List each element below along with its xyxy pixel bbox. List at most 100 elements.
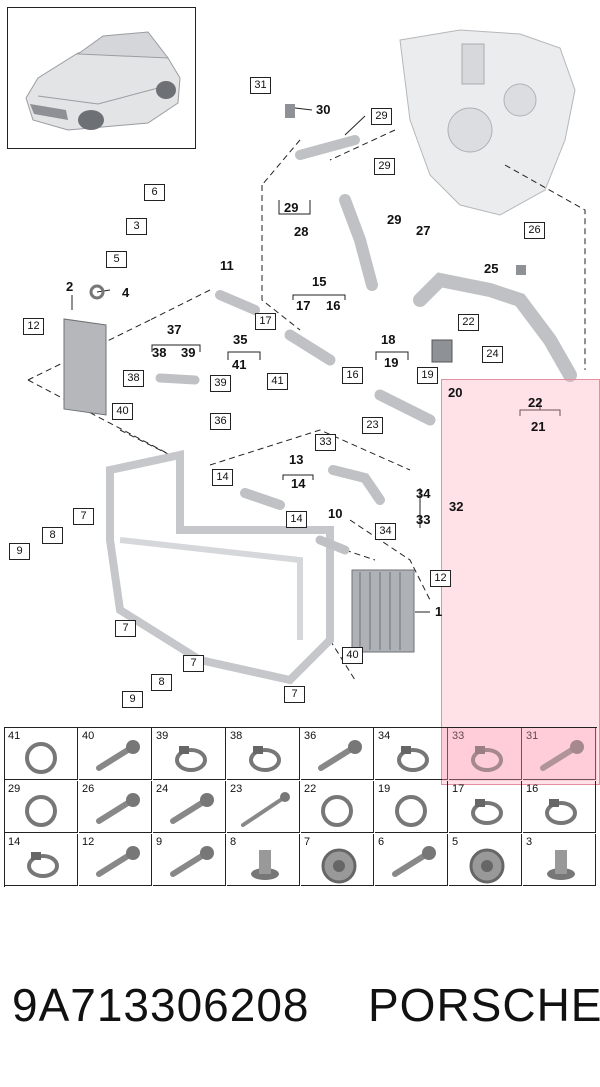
intercooler-right-shape <box>351 569 415 653</box>
callout-box: 22 <box>458 314 479 331</box>
grid-cell-number: 29 <box>8 783 21 795</box>
grid-cell-number: 7 <box>304 836 311 848</box>
grid-cell-5: 5 <box>449 834 522 886</box>
bolt-icon <box>170 846 214 877</box>
callout-text: 33 <box>416 512 431 527</box>
grid-cell-number: 24 <box>156 783 169 795</box>
bolt-icon <box>96 793 140 824</box>
highlight-region <box>441 379 600 785</box>
callout-box: 9 <box>122 691 143 708</box>
grid-cell-41: 41 <box>5 728 78 780</box>
callout-box: 3 <box>126 218 147 235</box>
callout-text: 4 <box>122 285 130 300</box>
callout-box: 7 <box>183 655 204 672</box>
callout-text: 25 <box>484 261 499 276</box>
callout-box: 6 <box>144 184 165 201</box>
grid-cell-number: 12 <box>82 836 95 848</box>
callout-box: 34 <box>375 523 396 540</box>
grid-cell-26: 26 <box>79 781 152 833</box>
callout-box: 8 <box>42 527 63 544</box>
grid-cell-33: 33 <box>449 728 522 780</box>
callout-text: 13 <box>289 452 304 467</box>
callout-text: 17 <box>296 298 311 313</box>
callout-box: 16 <box>342 367 363 384</box>
ring-icon <box>321 795 353 827</box>
front-carrier-shape <box>106 450 334 685</box>
callout-box: 19 <box>417 367 438 384</box>
callout-box: 7 <box>284 686 305 703</box>
callout-text: 30 <box>316 102 331 117</box>
grid-cell-number: 16 <box>526 783 539 795</box>
grid-cell-29: 29 <box>5 781 78 833</box>
ring-icon <box>395 795 427 827</box>
callout-box: 23 <box>362 417 383 434</box>
grid-cell-14: 14 <box>5 834 78 886</box>
part-number: 9A713306208 <box>12 979 310 1031</box>
callout-box: 33 <box>315 434 336 451</box>
intercooler-left-shape <box>63 318 107 416</box>
callout-box: 40 <box>112 403 133 420</box>
bolt-icon <box>318 740 362 771</box>
grid-cell-number: 19 <box>378 783 391 795</box>
callout-box: 38 <box>123 370 144 387</box>
grid-cell-number: 22 <box>304 783 317 795</box>
callout-text: 19 <box>384 355 399 370</box>
callout-text: 41 <box>232 357 247 372</box>
callout-box: 9 <box>9 543 30 560</box>
callout-box: 26 <box>524 222 545 239</box>
callout-box: 14 <box>286 511 307 528</box>
grid-cell-number: 39 <box>156 730 169 742</box>
grid-cell-number: 33 <box>452 730 465 742</box>
grommet-icon <box>251 850 279 880</box>
callout-box: 7 <box>115 620 136 637</box>
bolt-icon <box>392 846 436 877</box>
grid-cell-number: 6 <box>378 836 385 848</box>
grid-cell-number: 8 <box>230 836 237 848</box>
callout-text: 1 <box>435 604 443 619</box>
callout-box: 29 <box>374 158 395 175</box>
callout-box: 14 <box>212 469 233 486</box>
grid-cell-6: 6 <box>375 834 448 886</box>
grid-cell-39: 39 <box>153 728 226 780</box>
callout-text: 35 <box>233 332 248 347</box>
grid-cell-31: 31 <box>523 728 596 780</box>
grommet-icon <box>547 850 575 880</box>
grid-cell-8: 8 <box>227 834 300 886</box>
callout-box: 31 <box>250 77 271 94</box>
callout-text: 21 <box>531 419 546 434</box>
grid-cell-40: 40 <box>79 728 152 780</box>
callout-text: 18 <box>381 332 396 347</box>
callout-box: 41 <box>267 373 288 390</box>
grid-cell-19: 19 <box>375 781 448 833</box>
grid-cell-number: 31 <box>526 730 539 742</box>
grid-cell-number: 38 <box>230 730 243 742</box>
grid-cell-number: 41 <box>8 730 21 742</box>
callout-text: 14 <box>291 476 306 491</box>
grid-cell-17: 17 <box>449 781 522 833</box>
grid-cell-number: 14 <box>8 836 21 848</box>
callout-box: 12 <box>23 318 44 335</box>
clamp-icon <box>545 799 577 825</box>
clamp-icon <box>27 852 59 878</box>
callout-box: 36 <box>210 413 231 430</box>
grid-cell-22: 22 <box>301 781 374 833</box>
grid-cell-24: 24 <box>153 781 226 833</box>
grid-cell-12: 12 <box>79 834 152 886</box>
callout-text: 2 <box>66 279 74 294</box>
grid-cell-number: 26 <box>82 783 95 795</box>
callout-box: 39 <box>210 375 231 392</box>
parts-diagram: 31 29 29 6 3 5 12 17 38 39 40 36 41 16 1… <box>7 7 600 785</box>
clamp-icon <box>175 746 207 772</box>
callout-text: 22 <box>528 395 543 410</box>
callout-text: 34 <box>416 486 431 501</box>
grid-cell-number: 3 <box>526 836 533 848</box>
grid-cell-7: 7 <box>301 834 374 886</box>
assembly-drawing <box>27 29 586 685</box>
callout-box: 5 <box>106 251 127 268</box>
grid-cell-number: 5 <box>452 836 459 848</box>
ring-icon <box>25 795 57 827</box>
clamp-icon <box>471 799 503 825</box>
grid-cell-number: 9 <box>156 836 163 848</box>
grid-cell-23: 23 <box>227 781 300 833</box>
